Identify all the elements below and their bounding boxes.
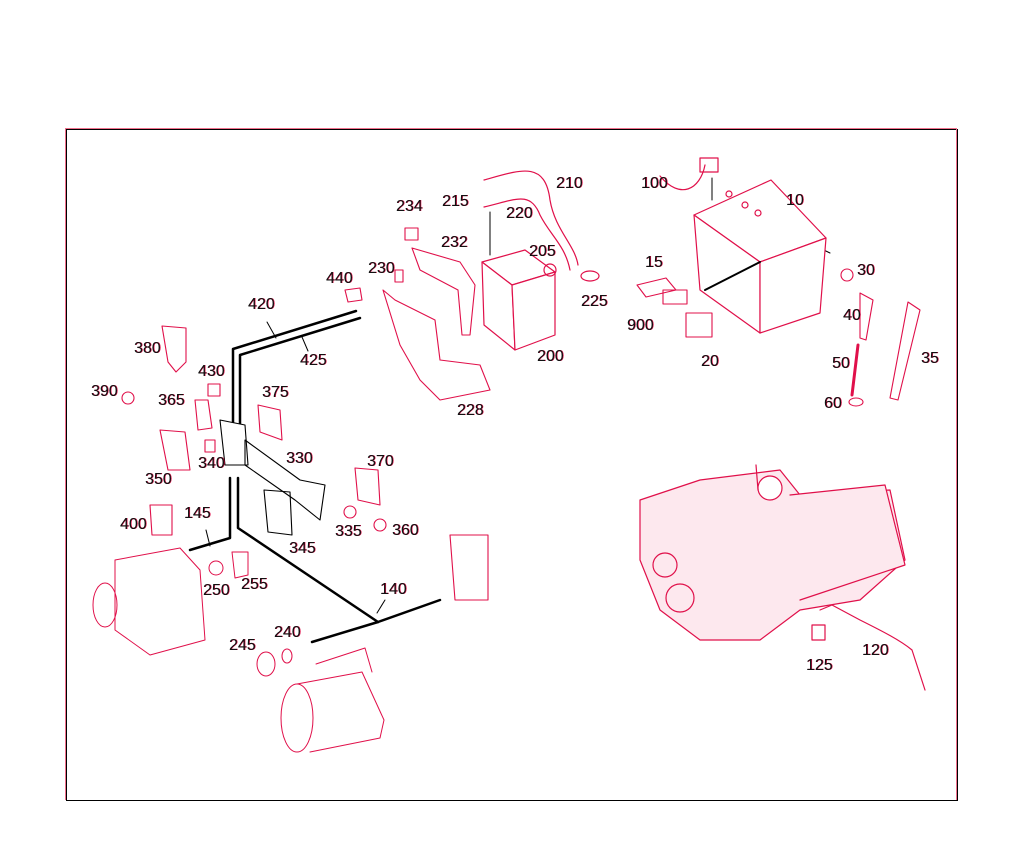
battery-small-drawing <box>481 170 600 351</box>
part-40 <box>859 292 874 341</box>
callout-228: 228 <box>457 402 484 419</box>
callout-400: 400 <box>120 516 147 533</box>
callout-900: 900 <box>627 317 654 334</box>
battery-tray-drawing <box>344 227 491 401</box>
callout-35: 35 <box>921 350 939 367</box>
callout-30: 30 <box>857 262 875 279</box>
part-50 <box>850 343 860 397</box>
diagram-frame-accent <box>956 129 957 800</box>
callout-145: 145 <box>184 505 211 522</box>
part-60 <box>848 397 864 407</box>
wiring-harness-lines <box>188 309 442 644</box>
callout-232: 232 <box>441 234 468 251</box>
starter-motor-drawing <box>256 647 385 753</box>
engine-transmission-drawing <box>639 464 926 691</box>
part-30 <box>840 268 854 282</box>
battery-main-drawing <box>659 157 827 334</box>
callout-250: 250 <box>203 582 230 599</box>
callout-120: 120 <box>862 642 889 659</box>
callout-230: 230 <box>368 260 395 277</box>
callout-225: 225 <box>581 293 608 310</box>
callout-240: 240 <box>274 624 301 641</box>
callout-340: 340 <box>198 455 225 472</box>
callout-140: 140 <box>380 581 407 598</box>
callout-245: 245 <box>229 637 256 654</box>
callout-125: 125 <box>806 657 833 674</box>
callout-205: 205 <box>529 243 556 260</box>
callout-420: 420 <box>248 296 275 313</box>
callout-380: 380 <box>134 340 161 357</box>
callout-220: 220 <box>506 205 533 222</box>
callout-234: 234 <box>396 198 423 215</box>
part-15 <box>636 277 677 298</box>
alternator-drawing <box>92 547 249 656</box>
callout-375: 375 <box>262 384 289 401</box>
callout-60: 60 <box>824 395 842 412</box>
callout-100: 100 <box>641 175 668 192</box>
callout-40: 40 <box>843 307 861 324</box>
callout-10: 10 <box>786 192 804 209</box>
callout-20: 20 <box>701 353 719 370</box>
diagram-frame <box>66 129 958 801</box>
callout-440: 440 <box>326 270 353 287</box>
callout-210: 210 <box>556 175 583 192</box>
part-900 <box>662 289 688 305</box>
callout-215: 215 <box>442 193 469 210</box>
callout-350: 350 <box>145 471 172 488</box>
callout-390: 390 <box>91 383 118 400</box>
callout-330: 330 <box>286 450 313 467</box>
callout-200: 200 <box>537 348 564 365</box>
callout-365: 365 <box>158 392 185 409</box>
callout-15: 15 <box>645 254 663 271</box>
callout-360: 360 <box>392 522 419 539</box>
callout-430: 430 <box>198 363 225 380</box>
part-35 <box>889 301 921 401</box>
callout-50: 50 <box>832 355 850 372</box>
callout-425: 425 <box>300 352 327 369</box>
callout-345: 345 <box>289 540 316 557</box>
callout-255: 255 <box>241 576 268 593</box>
part-20 <box>685 312 713 338</box>
harness-connectors-drawing <box>121 325 489 601</box>
callout-370: 370 <box>367 453 394 470</box>
callout-335: 335 <box>335 523 362 540</box>
